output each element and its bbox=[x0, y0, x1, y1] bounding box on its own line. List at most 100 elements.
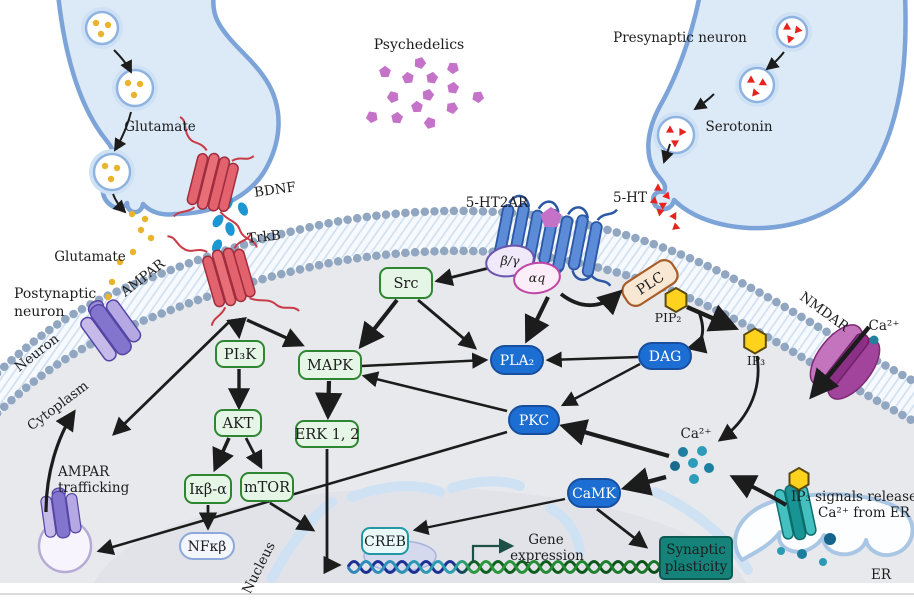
serotonin-label: Serotonin bbox=[705, 119, 772, 135]
nucleus-region-tint bbox=[93, 488, 747, 583]
arrow-calcium-through-nmdar bbox=[809, 325, 871, 400]
glutamate-dot bbox=[124, 79, 132, 87]
vesicle-membrane bbox=[775, 15, 809, 49]
gene-expression-label-2: expression bbox=[510, 548, 584, 564]
ip3-label: IP₃ bbox=[747, 353, 765, 368]
synaptic-plasticity-label-2: plasticity bbox=[665, 559, 728, 575]
glutamate-vesicle bbox=[112, 65, 158, 111]
glutamate-dot bbox=[141, 215, 149, 223]
calcium-cytosol-label: Ca²⁺ bbox=[681, 426, 712, 442]
src-label: Src bbox=[394, 276, 419, 292]
node-creb: CREB bbox=[361, 527, 409, 555]
glutamate-dot bbox=[113, 164, 121, 172]
nuclear-envelope-arc bbox=[267, 497, 337, 583]
arrow-akt-to-mtor bbox=[244, 437, 263, 470]
dna-strand bbox=[346, 560, 698, 574]
mapk-label: MAPK bbox=[307, 358, 354, 374]
pla2-box bbox=[490, 345, 544, 375]
node-mtor: mTOR bbox=[240, 472, 294, 502]
akt-box bbox=[214, 409, 262, 437]
serotonin-terminal bbox=[646, 0, 908, 231]
serotonin-vesicle bbox=[653, 112, 699, 158]
arrow-erk-to-dna bbox=[323, 449, 342, 575]
arrow-camk-to-creb bbox=[412, 497, 566, 535]
calcium-ion bbox=[824, 533, 836, 545]
arrow-pkc-to-trafficking-vesicle bbox=[96, 430, 508, 556]
vesicle-membrane bbox=[656, 115, 696, 155]
node-dag: DAG bbox=[638, 342, 692, 370]
vesicle-membrane bbox=[92, 152, 132, 192]
arrow-mapk-to-erk bbox=[315, 380, 343, 421]
glutamate-dot bbox=[97, 30, 105, 38]
erk-box bbox=[295, 420, 359, 448]
glutamate-dot bbox=[136, 80, 144, 88]
ip3-release-label-2: Ca²⁺ from ER bbox=[818, 505, 911, 521]
calcium-ion bbox=[869, 335, 879, 345]
node-camk: CaMK bbox=[567, 478, 621, 508]
nuclear-envelope-arc bbox=[447, 476, 525, 493]
node-akt: AKT bbox=[214, 409, 262, 437]
ampar-trafficking-label-1: AMPAR bbox=[57, 464, 110, 480]
arrow-vesicle-release bbox=[112, 193, 127, 214]
dna-helix bbox=[346, 560, 698, 574]
5ht2ar-label: 5-HT2AR bbox=[466, 195, 529, 211]
pi3k-label: PI₃K bbox=[224, 347, 257, 363]
serotonin-vesicle bbox=[772, 12, 812, 52]
arrow-calcium-to-pkc bbox=[559, 419, 670, 459]
arrow-trkb-to-mapk bbox=[246, 318, 305, 348]
calcium-cluster bbox=[670, 446, 714, 484]
psychedelics-label: Psychedelics bbox=[374, 37, 465, 53]
arrow-dag-to-pla2 bbox=[545, 351, 639, 368]
arrow-vesicle-transport bbox=[113, 49, 132, 74]
ip3-hexagon-on-er bbox=[788, 466, 810, 492]
calcium-in-label: Ca²⁺ bbox=[869, 318, 900, 334]
calcium-ion bbox=[670, 461, 680, 471]
node-nfkb: NFκβ bbox=[179, 532, 235, 560]
arrow-camk-to-plasticity bbox=[596, 507, 649, 549]
nfkb-box bbox=[179, 532, 235, 560]
glutamate-terminal bbox=[56, 0, 281, 217]
dag-label: DAG bbox=[649, 349, 682, 365]
erk-label: ERK 1, 2 bbox=[295, 427, 360, 443]
node-pla2: PLA₂ bbox=[490, 345, 544, 375]
glutamate-dot bbox=[107, 175, 115, 183]
node-pkc: PKC bbox=[508, 405, 560, 435]
bdnf-molecule bbox=[212, 214, 224, 228]
ikba-box bbox=[184, 474, 232, 504]
nuclear-envelope-arc bbox=[545, 503, 585, 557]
beta-gamma-label: β/γ bbox=[500, 253, 520, 268]
glutamate-dot bbox=[137, 226, 145, 234]
glutamate-dot bbox=[104, 21, 112, 29]
glutamate-dot bbox=[92, 19, 100, 27]
node-mapk: MAPK bbox=[298, 350, 362, 380]
creb-box bbox=[361, 527, 409, 555]
calcium-ion bbox=[689, 474, 699, 484]
node-pi3k: PI₃K bbox=[215, 340, 265, 368]
serotonin-vesicle bbox=[735, 63, 779, 107]
glutamate-dot bbox=[104, 293, 112, 301]
terminal-outline bbox=[646, 0, 908, 231]
arrow-alphaq-to-plc bbox=[559, 289, 623, 316]
endoplasmic-reticulum bbox=[733, 466, 914, 566]
synaptic-plasticity-label-1: Synaptic bbox=[666, 542, 726, 558]
pip2-label: PIP₂ bbox=[655, 310, 682, 325]
glutamate-vesicle bbox=[89, 149, 135, 195]
arrow-mapk-to-pla2 bbox=[361, 352, 489, 369]
alpha-q-label: αq bbox=[529, 270, 545, 285]
arrow-vesicle-transport bbox=[113, 111, 132, 152]
arrow-trkb-to-pi3k bbox=[226, 317, 247, 340]
alpha-q-subunit bbox=[513, 261, 561, 295]
5ht2ar-receptor bbox=[493, 194, 618, 287]
pip2-hexagon bbox=[664, 286, 688, 314]
arrow-betagamma-to-src bbox=[434, 266, 490, 287]
arrow-akt-to-ikba bbox=[212, 437, 234, 473]
mapk-box bbox=[298, 350, 362, 380]
calcium-ion bbox=[688, 458, 698, 468]
mtor-label: mTOR bbox=[244, 480, 291, 496]
pkc-label: PKC bbox=[519, 413, 549, 429]
creb-label: CREB bbox=[364, 534, 406, 550]
bdnf-molecule bbox=[237, 202, 249, 216]
vesicle-membrane bbox=[115, 68, 155, 108]
gpcr-helices bbox=[493, 202, 603, 278]
